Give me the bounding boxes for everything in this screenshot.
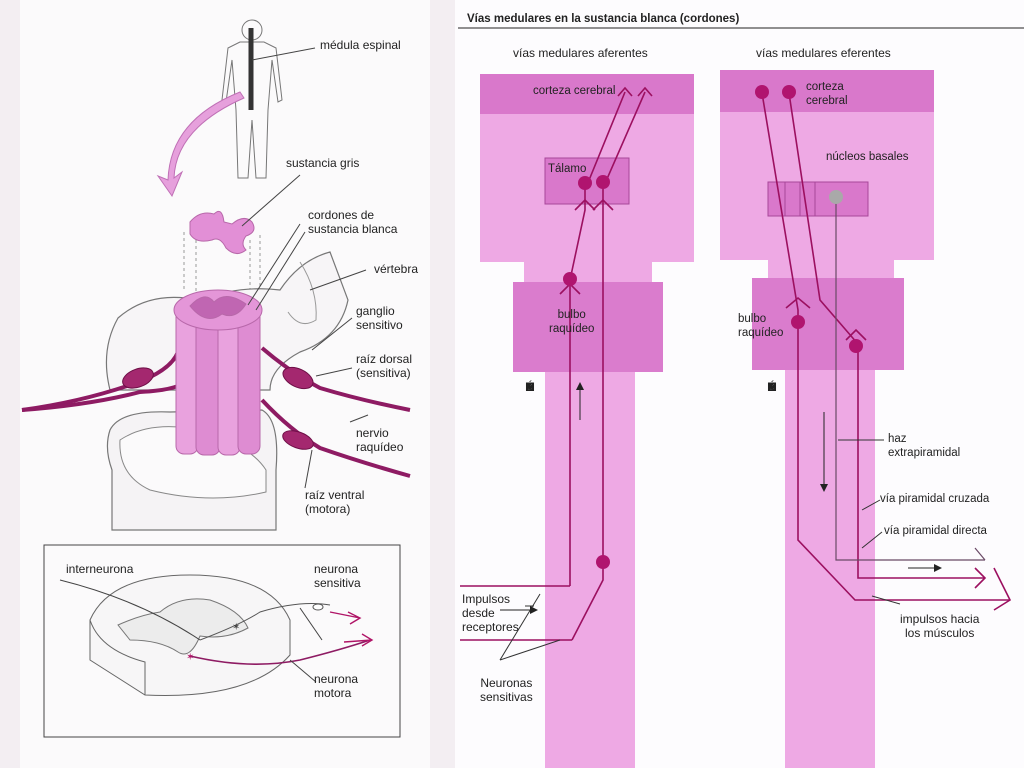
label-neurona-motora: neurona motora — [314, 672, 358, 700]
efferent-shape — [720, 70, 934, 768]
label-medula-espinal: médula espinal — [320, 38, 401, 52]
basal-nucleus-neuron — [829, 190, 843, 204]
afferent-heading: vías medulares aferentes — [513, 46, 648, 60]
spinal-cord-illustration: ✶ ✶ — [0, 0, 440, 768]
impulsos-musculos-label: impulsos hacia los músculos — [900, 612, 979, 640]
medullary-pathways-diagram — [455, 0, 1024, 768]
label-raiz-ventral: raíz ventral (motora) — [305, 488, 364, 516]
afferent-bulbo-label: bulbo raquídeo — [549, 308, 594, 336]
svg-text:✶: ✶ — [232, 622, 240, 633]
medula-letter: L — [523, 378, 537, 396]
efferent-corteza-label: corteza cerebral — [806, 80, 848, 108]
label-cordones: cordones de sustancia blanca — [308, 208, 397, 236]
white-matter-columns — [174, 290, 262, 455]
talamo-label: Tálamo — [548, 162, 586, 176]
efferent-bulbo-label: bulbo raquídeo — [738, 312, 783, 340]
zoom-arrow — [158, 92, 244, 196]
impulsos-receptores-label: Impulsos desde receptores — [462, 592, 519, 634]
grey-matter-shape — [190, 211, 254, 253]
label-ganglio: ganglio sensitivo — [356, 304, 403, 332]
via-piramidal-directa-label: vía piramidal directa — [884, 524, 987, 538]
label-sustancia-gris: sustancia gris — [286, 156, 359, 170]
afferent-corteza-label: corteza cerebral — [533, 84, 615, 98]
label-neurona-sensitiva: neurona sensitiva — [314, 562, 361, 590]
label-vertebra: vértebra — [374, 262, 418, 276]
label-nervio-raquideo: nervio raquídeo — [356, 426, 403, 454]
efferent-heading: vías medulares eferentes — [756, 46, 891, 60]
medula-letter: L — [765, 378, 779, 396]
svg-text:✶: ✶ — [186, 652, 194, 663]
label-interneurona: interneurona — [66, 562, 133, 576]
via-piramidal-cruzada-label: vía piramidal cruzada — [880, 492, 989, 506]
haz-extrapiramidal-label: haz extrapiramidal — [888, 432, 960, 460]
nucleos-basales-label: núcleos basales — [826, 150, 908, 164]
neuronas-sensitivas-label: Neuronas sensitivas — [480, 676, 533, 704]
label-raiz-dorsal: raíz dorsal (sensitiva) — [356, 352, 412, 380]
